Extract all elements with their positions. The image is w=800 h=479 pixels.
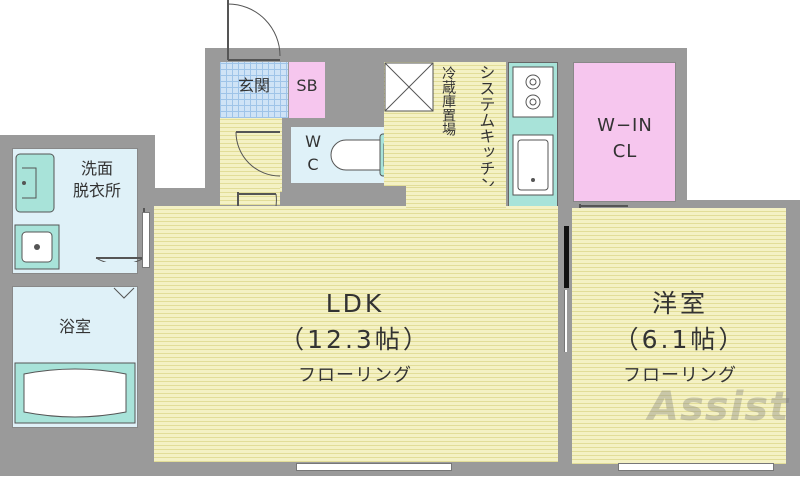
hall-door[interactable]	[234, 128, 286, 184]
bedroom-size: （6.1帖）	[613, 325, 747, 354]
washroom-label-2: 脱衣所	[72, 181, 121, 200]
kitchen-floor	[384, 62, 506, 186]
ldk-name: LDK	[325, 289, 385, 318]
fridge-label: 冷蔵庫置場	[440, 66, 457, 136]
shoe-box	[289, 62, 325, 118]
entrance-door[interactable]	[222, 0, 282, 62]
genkan-floor	[220, 62, 288, 118]
ldk-window-bottom	[296, 463, 452, 471]
bedroom-floor	[572, 208, 786, 464]
ldk-window-left	[142, 212, 150, 268]
genkan-label: 玄関	[237, 76, 270, 95]
fridge-space	[384, 62, 434, 112]
wic-label-1: W−IN	[597, 115, 653, 136]
ldk-floor-top	[406, 186, 506, 208]
wic-label-2: CL	[612, 141, 638, 162]
bedroom-flooring: フローリング	[623, 365, 737, 386]
sliding-door-track	[564, 290, 567, 352]
bath-door-mark	[113, 287, 135, 299]
bedroom-name: 洋室	[651, 289, 708, 318]
assist-watermark: Assist	[648, 384, 790, 430]
washroom-label-1: 洗面	[80, 159, 113, 178]
walk-in-closet	[573, 62, 676, 202]
ldk-size: （12.3帖）	[279, 325, 431, 354]
washroom-door[interactable]	[92, 206, 148, 262]
wc-label-c: C	[307, 155, 319, 174]
bathroom-label: 浴室	[58, 317, 91, 336]
kitchen-label: システムキッチン	[476, 64, 496, 192]
stove-icon	[512, 66, 554, 118]
wc-label-w: W	[305, 132, 321, 151]
hallway-floor	[220, 118, 282, 192]
sliding-door[interactable]	[564, 226, 569, 288]
ldk-flooring: フローリング	[298, 365, 412, 386]
ldk-floor	[154, 206, 558, 462]
washing-machine-space	[14, 224, 60, 270]
sink-icon	[512, 134, 554, 196]
shoe-box-label: SB	[296, 76, 318, 95]
bathtub-icon	[14, 362, 136, 424]
washbasin-icon	[15, 153, 55, 213]
bedroom-window-bottom	[618, 463, 774, 471]
